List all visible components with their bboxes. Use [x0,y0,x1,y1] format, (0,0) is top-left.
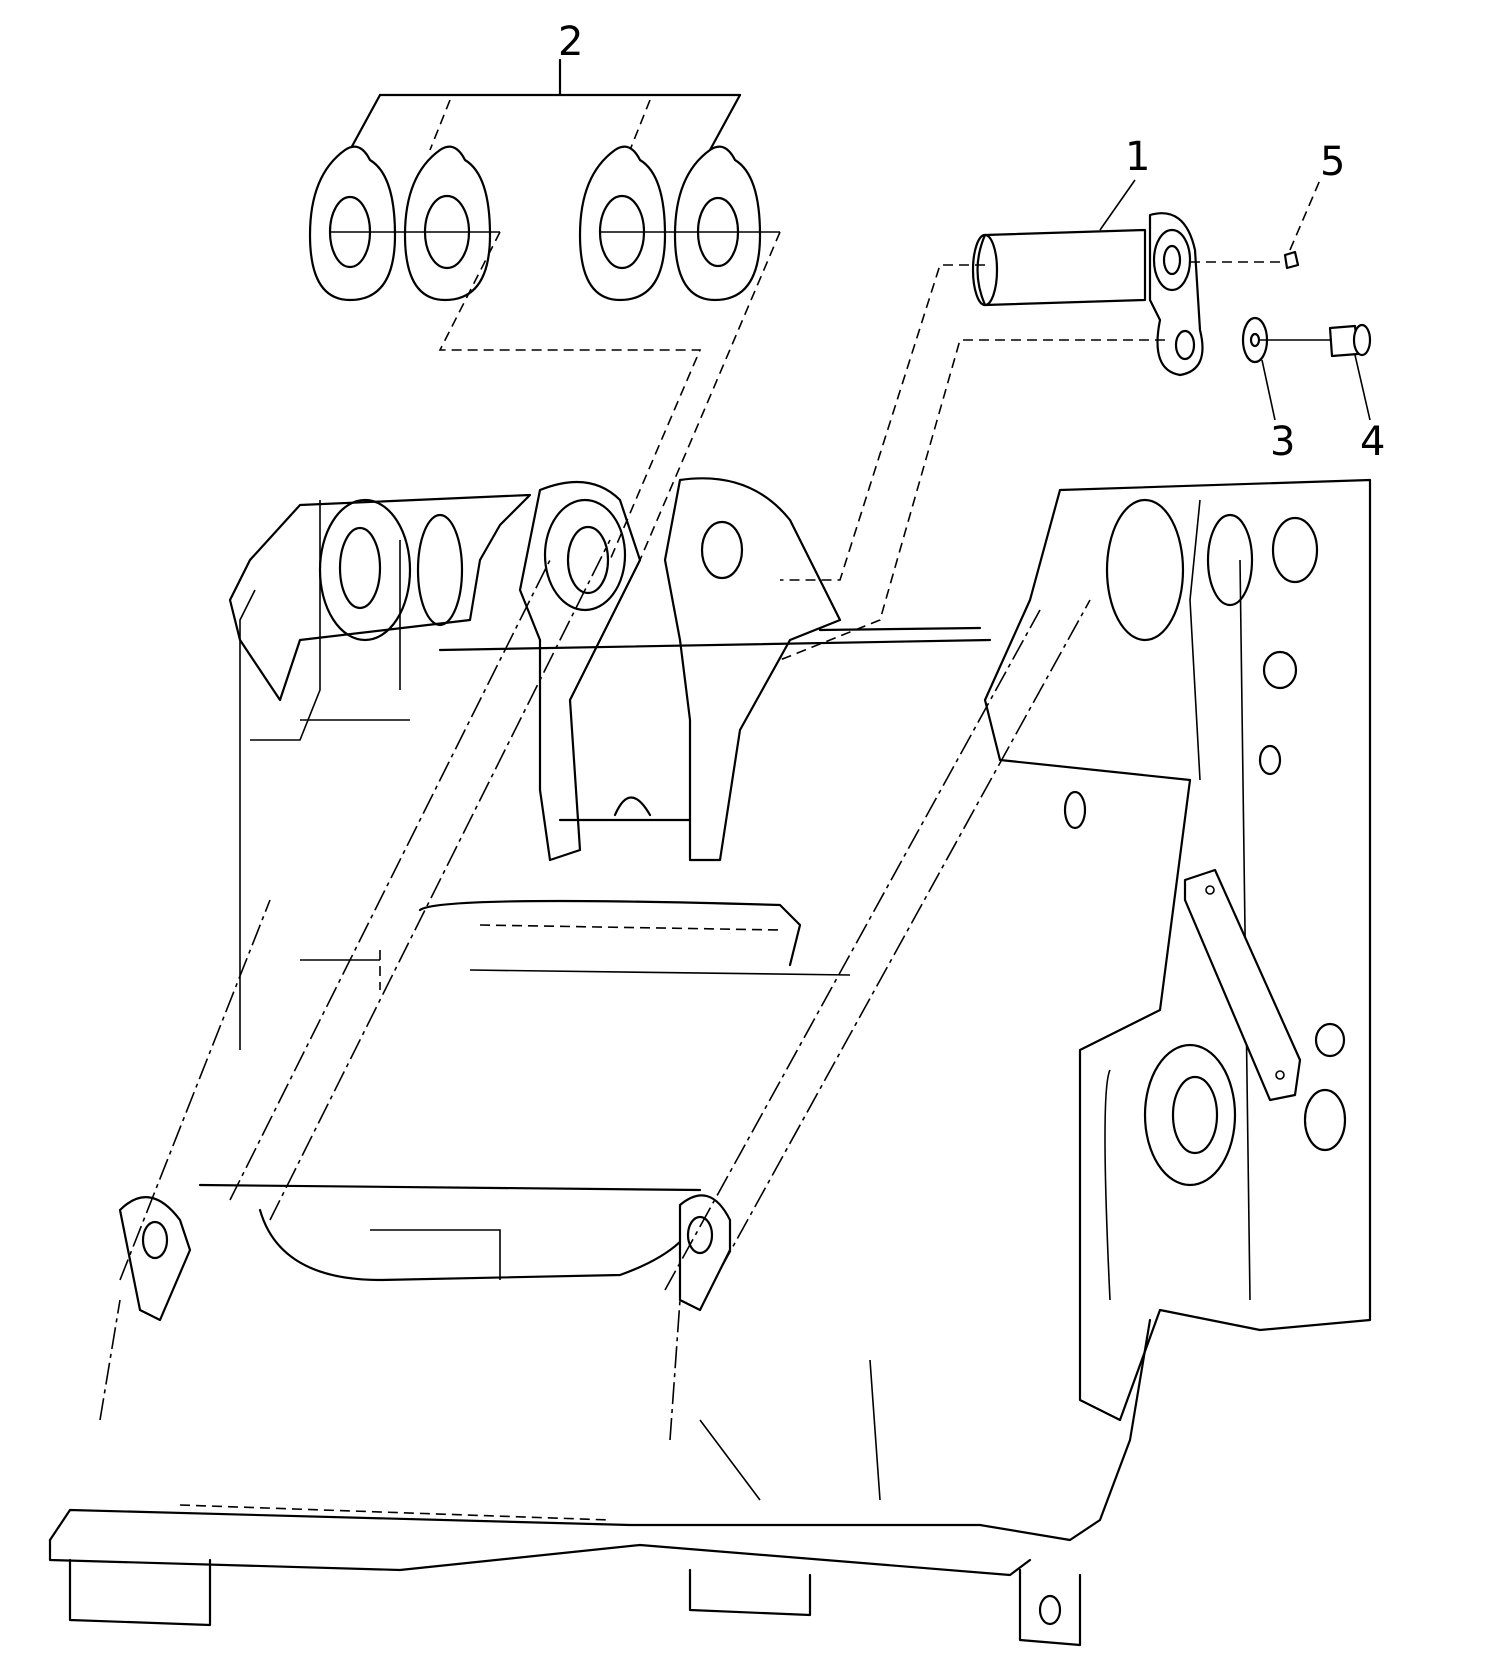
callout-2: 2 [558,19,583,65]
pin-assembly [779,212,1204,661]
base-member [48,1318,1152,1542]
callout-5: 5 [1320,139,1345,185]
center-plate-right [663,477,842,862]
callout-3: 3 [1270,419,1295,465]
callout-4: 4 [1360,419,1385,465]
right-pivot-ear [678,1194,732,1312]
bolt [1260,323,1372,421]
right-tower-outline [983,478,1372,1422]
shim-4 [673,145,762,302]
callout-labels: 1 2 3 4 5 [558,19,1385,465]
pin [976,228,1147,307]
callout-1: 1 [1125,134,1150,180]
shim-1 [308,145,397,302]
shim-3 [578,145,667,302]
link-plate [1183,868,1302,1102]
loader-frame [48,477,1372,1647]
grease-fitting [1190,179,1321,270]
washer [1241,316,1276,421]
center-plate-left [518,480,642,862]
shim-group [308,58,781,561]
left-tower-outline [228,493,532,702]
